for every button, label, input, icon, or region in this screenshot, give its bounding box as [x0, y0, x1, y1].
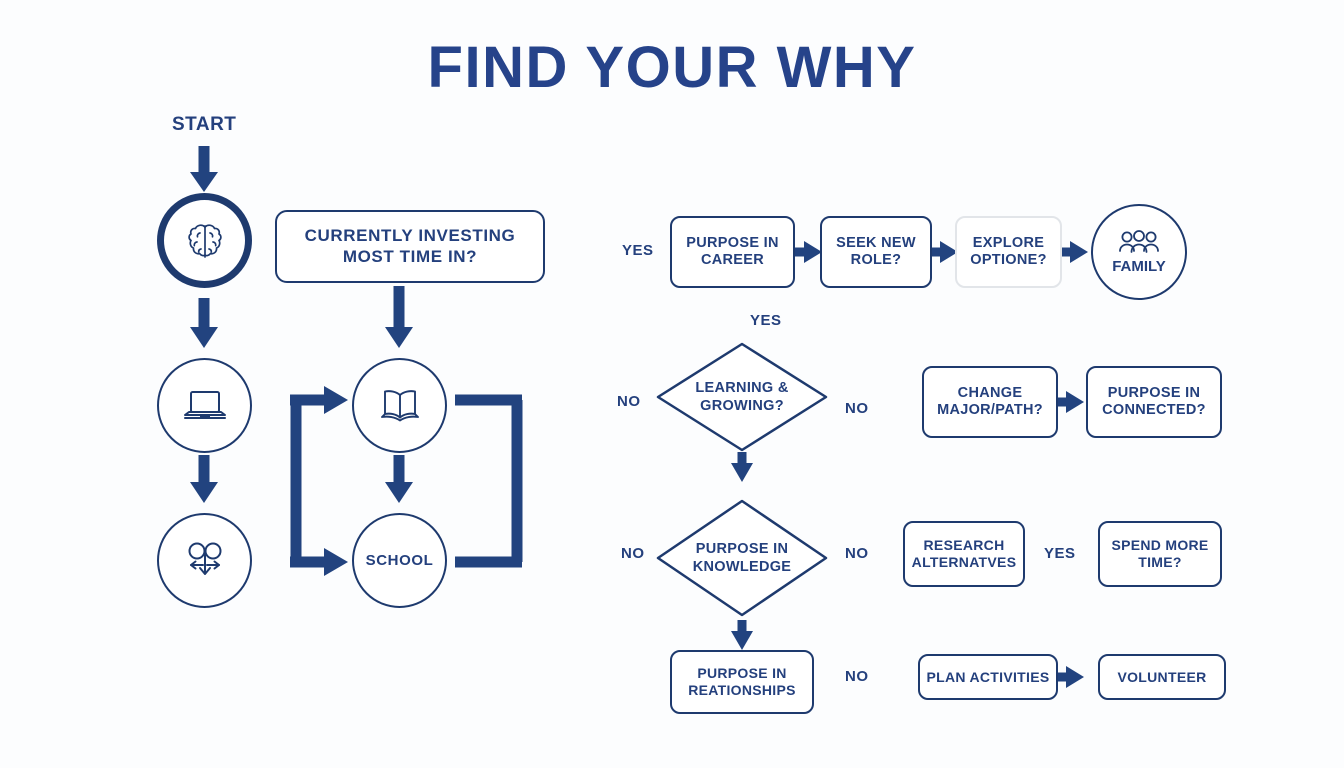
arrow-start-to-brain [190, 146, 218, 192]
branch-label-yes-career: YES [622, 242, 654, 259]
node-purpose-in-knowledge-diamond[interactable]: PURPOSE IN KNOWLEDGE [655, 498, 829, 618]
node-school-circle[interactable]: SCHOOL [352, 513, 447, 608]
start-label: START [172, 114, 237, 135]
arrow-career-to-seek [795, 241, 822, 263]
node-label: RESEARCH ALTERNATVES [911, 537, 1017, 570]
loop-left-bracket [290, 386, 348, 576]
node-purpose-in-relationships[interactable]: PURPOSE IN REATIONSHIPS [670, 650, 814, 714]
node-label: SPEND MORE TIME? [1111, 537, 1209, 570]
arrow-plan-to-volunteer [1058, 666, 1084, 688]
node-brain-circle[interactable] [157, 193, 252, 288]
node-relationships-circle[interactable] [157, 513, 252, 608]
arrow-question-to-book [385, 286, 413, 348]
node-label: PLAN ACTIVITIES [926, 668, 1050, 685]
branch-label-yes-learning: YES [750, 312, 782, 329]
node-label: FAMILY [1112, 257, 1166, 275]
node-label: LEARNING & GROWING? [695, 379, 789, 414]
arrow-laptop-to-relationships [190, 455, 218, 503]
open-book-icon [380, 389, 419, 421]
node-seek-new-role[interactable]: SEEK NEW ROLE? [820, 216, 932, 288]
branch-label-no-knowledge-right: NO [845, 545, 869, 562]
node-label: EXPLORE OPTIONE? [970, 234, 1047, 268]
node-label: PURPOSE IN REATIONSHIPS [688, 665, 796, 698]
node-volunteer[interactable]: VOLUNTEER [1098, 654, 1226, 700]
arrow-book-to-school [385, 455, 413, 503]
node-label: CURRENTLY INVESTING MOST TIME IN? [304, 226, 516, 266]
node-label: PURPOSE IN KNOWLEDGE [692, 540, 792, 575]
branch-label-no-learning-left: NO [617, 393, 641, 410]
node-explore-options[interactable]: EXPLORE OPTIONE? [955, 216, 1062, 288]
page-title: FIND YOUR WHY [427, 35, 917, 100]
branch-label-no-knowledge-left: NO [621, 545, 645, 562]
arrow-learning-to-knowledge [731, 452, 753, 482]
branch-label-yes-knowledge: YES [1044, 545, 1076, 562]
branch-label-no-learning-right: NO [845, 400, 869, 417]
node-laptop-circle[interactable] [157, 358, 252, 453]
family-people-icon [1119, 229, 1159, 253]
node-label: PURPOSE IN CONNECTED? [1102, 384, 1206, 418]
node-label: VOLUNTEER [1117, 668, 1207, 685]
diamond-shape [656, 342, 828, 452]
arrow-knowledge-to-relationships [731, 620, 753, 650]
node-book-circle[interactable] [352, 358, 447, 453]
node-plan-activities[interactable]: PLAN ACTIVITIES [918, 654, 1058, 700]
node-currently-investing-question[interactable]: CURRENTLY INVESTING MOST TIME IN? [275, 210, 545, 283]
diamond-shape [656, 499, 828, 617]
node-label: CHANGE MAJOR/PATH? [937, 384, 1043, 418]
arrow-brain-to-laptop [190, 298, 218, 348]
arrow-explore-to-family [1062, 241, 1088, 263]
relationships-arrows-icon [188, 542, 221, 575]
node-research-alternatives[interactable]: RESEARCH ALTERNATVES [903, 521, 1025, 587]
node-spend-more-time[interactable]: SPEND MORE TIME? [1098, 521, 1222, 587]
node-label: SEEK NEW ROLE? [836, 234, 916, 268]
node-family-circle[interactable]: FAMILY [1091, 204, 1187, 300]
loop-right-bracket [455, 394, 523, 568]
node-learning-growing-diamond[interactable]: LEARNING & GROWING? [655, 341, 829, 453]
laptop-icon [183, 390, 226, 419]
node-label: PURPOSE IN CAREER [686, 234, 779, 268]
node-change-major-path[interactable]: CHANGE MAJOR/PATH? [922, 366, 1058, 438]
brain-icon [187, 223, 222, 258]
node-purpose-in-career[interactable]: PURPOSE IN CAREER [670, 216, 795, 288]
arrow-change-major-to-connected [1058, 391, 1084, 413]
branch-label-no-relationships: NO [845, 668, 869, 685]
node-label: SCHOOL [365, 552, 434, 569]
node-purpose-in-connected[interactable]: PURPOSE IN CONNECTED? [1086, 366, 1222, 438]
